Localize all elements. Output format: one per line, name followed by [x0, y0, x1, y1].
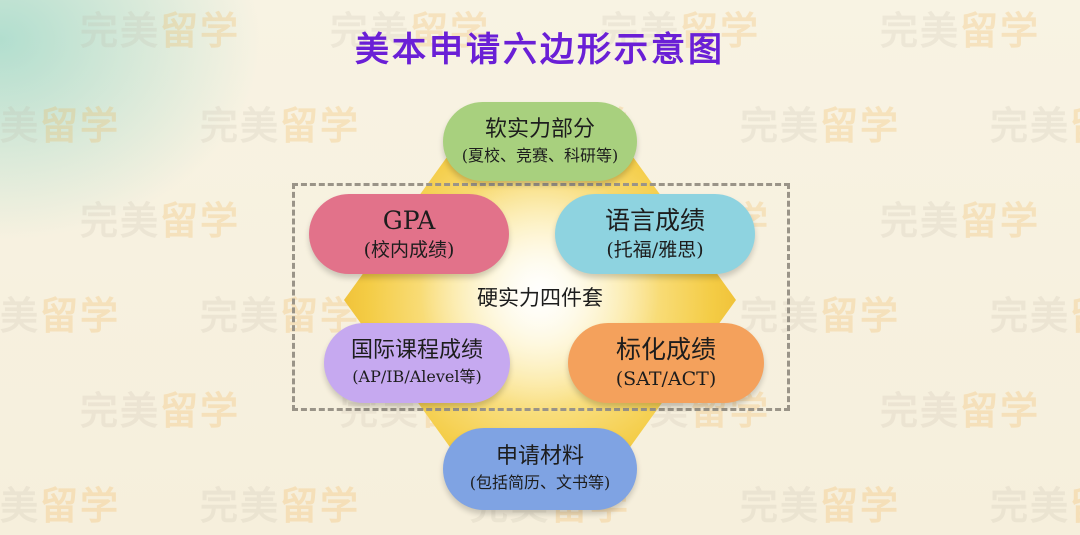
- watermark-logo: 完美留学: [200, 484, 361, 528]
- watermark-logo: 完美留学: [0, 294, 121, 338]
- node-international-courses: 国际课程成绩 (AP/IB/Alevel等): [324, 323, 510, 403]
- node-standardized-detail: (SAT/ACT): [615, 368, 717, 390]
- watermark-logo: 完美留学: [880, 389, 1041, 433]
- page-title: 美本申请六边形示意图: [355, 30, 725, 70]
- watermark-logo: 完美留学: [880, 9, 1041, 53]
- watermark-logo: 完美留学: [880, 199, 1041, 243]
- node-soft-power-detail: (夏校、竞赛、科研等): [461, 145, 619, 165]
- watermark-logo: 完美留学: [990, 484, 1080, 528]
- watermark-logo: 完美留学: [80, 9, 241, 53]
- watermark-logo: 完美留学: [600, 9, 761, 53]
- node-application-label: 申请材料: [495, 444, 584, 469]
- watermark-logo: 完美留学: [990, 294, 1080, 338]
- node-international-detail: (AP/IB/Alevel等): [352, 367, 482, 386]
- node-gpa: GPA (校内成绩): [309, 194, 509, 274]
- node-application-detail: (包括简历、文书等): [469, 473, 611, 492]
- node-soft-power-label: 软实力部分: [484, 116, 595, 142]
- node-language-detail: (托福/雅思): [606, 239, 704, 261]
- node-international-label: 国际课程成绩: [350, 338, 483, 363]
- node-gpa-label: GPA: [382, 206, 436, 235]
- watermark-logo: 完美留学: [330, 9, 491, 53]
- watermark-logo: 完美留学: [740, 294, 901, 338]
- node-soft-power: 软实力部分 (夏校、竞赛、科研等): [443, 102, 637, 181]
- node-language-scores: 语言成绩 (托福/雅思): [555, 194, 755, 274]
- node-gpa-detail: (校内成绩): [363, 239, 455, 261]
- node-language-label: 语言成绩: [604, 206, 705, 235]
- hard-power-label: 硬实力四件套: [477, 286, 603, 310]
- node-standardized-label: 标化成绩: [615, 335, 716, 364]
- watermark-logo: 完美留学: [200, 104, 361, 148]
- watermark-logo: 完美留学: [990, 104, 1080, 148]
- node-standardized-tests: 标化成绩 (SAT/ACT): [568, 323, 764, 403]
- watermark-logo: 完美留学: [740, 104, 901, 148]
- watermark-logo: 完美留学: [80, 199, 241, 243]
- watermark-logo: 完美留学: [740, 484, 901, 528]
- node-application-materials: 申请材料 (包括简历、文书等): [443, 428, 637, 510]
- hard-power-dashed-frame: [292, 183, 790, 411]
- watermark-logo: 完美留学: [0, 484, 121, 528]
- watermark-logo: 完美留学: [0, 104, 121, 148]
- watermark-logo: 完美留学: [80, 389, 241, 433]
